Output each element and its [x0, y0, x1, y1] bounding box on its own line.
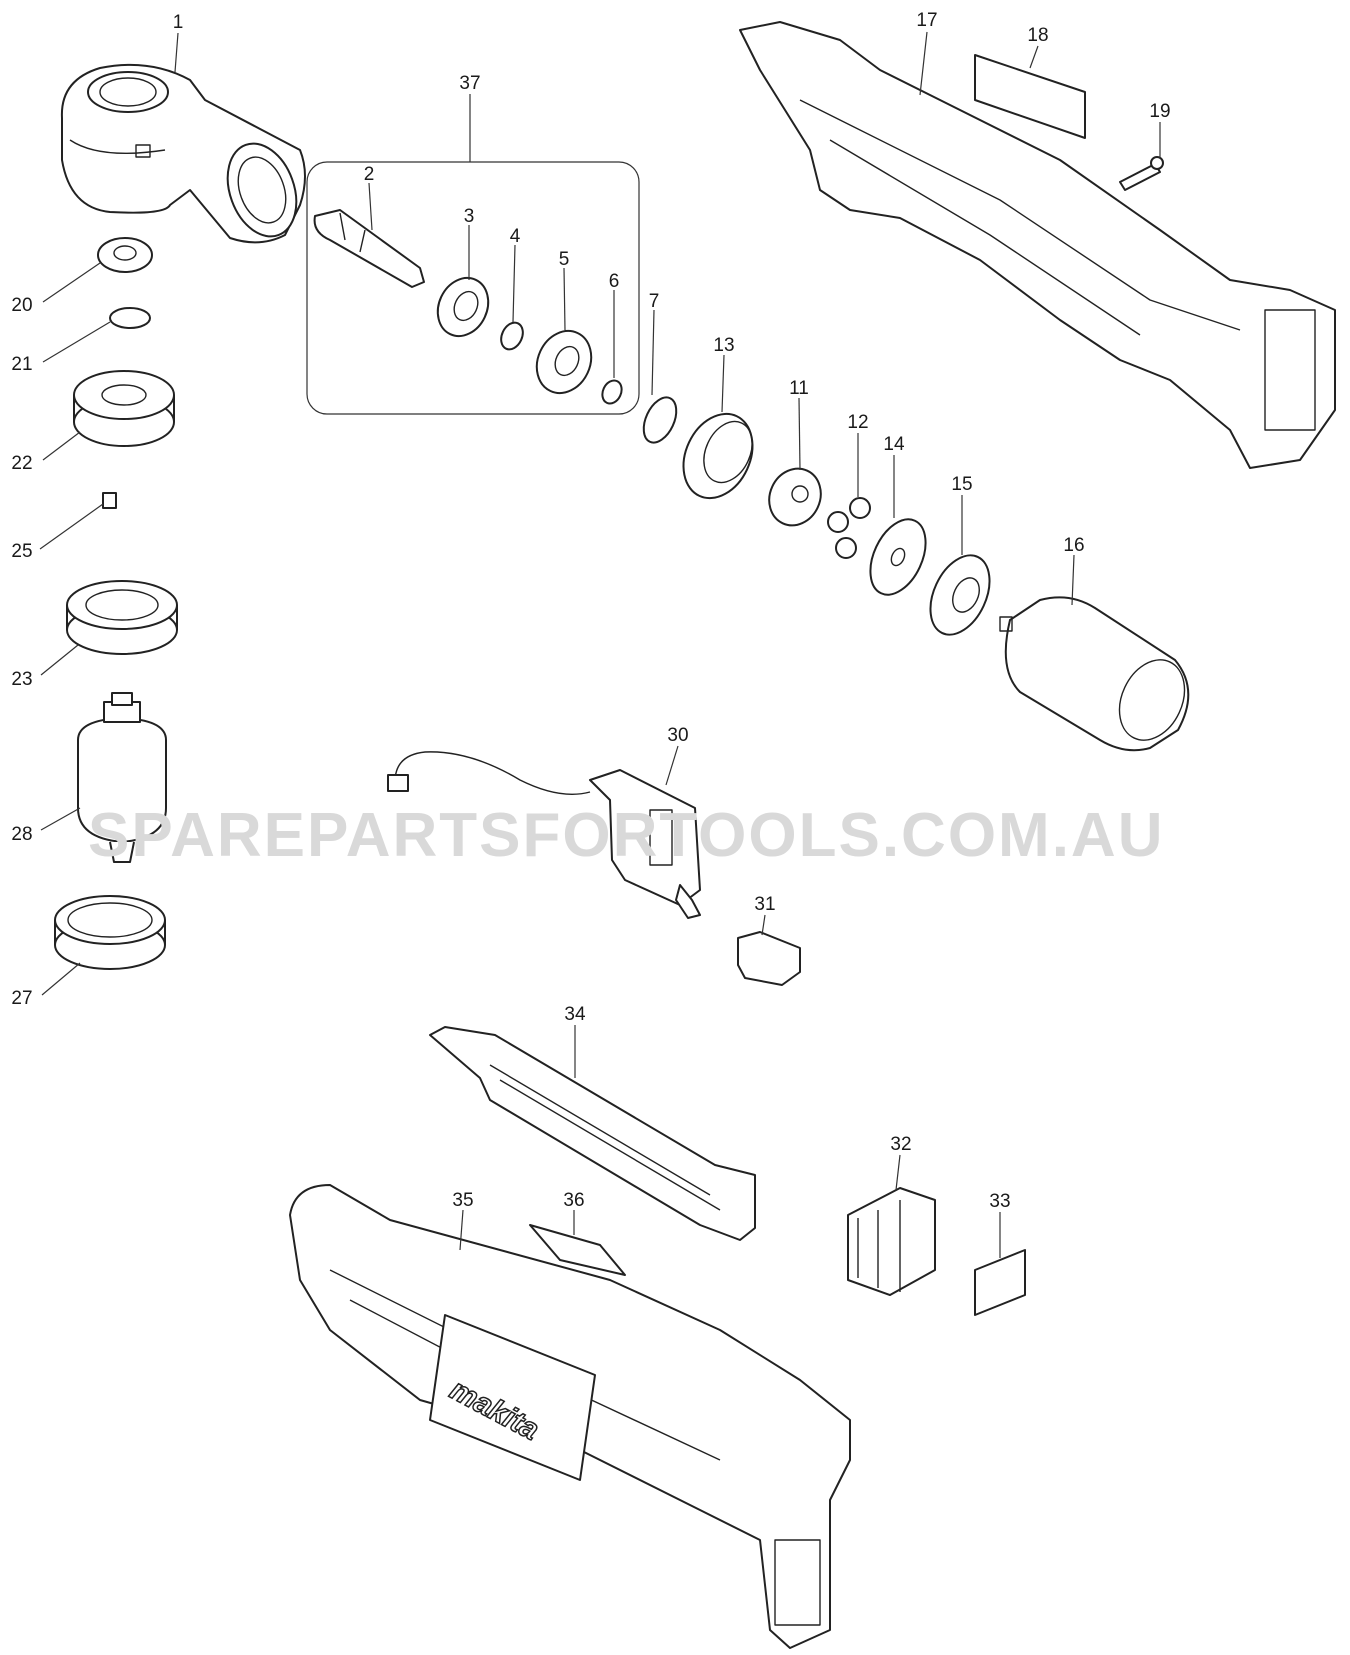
part-1-gear-housing[interactable] [60, 63, 309, 246]
part-36-label[interactable] [529, 1224, 626, 1276]
part-16-motor[interactable] [999, 596, 1197, 752]
part-13-internal-gear[interactable] [670, 403, 765, 510]
callout-25: 25 [11, 541, 32, 562]
part-3-bearing[interactable] [429, 270, 498, 345]
part-28-anvil-assembly[interactable] [77, 692, 167, 863]
part-17-housing-half[interactable] [739, 21, 1336, 469]
callout-12: 12 [847, 412, 868, 433]
callout-17: 17 [916, 10, 937, 31]
leader-lines [39, 31, 1161, 1258]
part-15-gear-plate[interactable] [919, 546, 1002, 644]
callout-13: 13 [713, 335, 734, 356]
callout-32: 32 [890, 1134, 911, 1155]
part-25-square-key[interactable] [102, 492, 117, 509]
callout-23: 23 [11, 669, 32, 690]
callout-27: 27 [11, 988, 32, 1009]
part-20-bearing[interactable] [97, 237, 153, 273]
callout-11: 11 [789, 378, 809, 399]
callout-22: 22 [11, 453, 32, 474]
group-37-bracket [306, 161, 640, 415]
part-2-spindle[interactable] [313, 209, 425, 288]
callout-16: 16 [1063, 535, 1084, 556]
watermark-text: SPAREPARTSFORTOOLS.COM.AU [88, 801, 1164, 870]
part-5-bearing[interactable] [527, 322, 601, 402]
part-14-washer[interactable] [859, 511, 936, 604]
callout-7: 7 [649, 291, 660, 312]
callout-5: 5 [559, 249, 570, 270]
callout-21: 21 [11, 354, 32, 375]
part-30-switch[interactable] [387, 751, 701, 919]
part-11-carrier[interactable] [760, 460, 830, 534]
part-33-label[interactable] [974, 1249, 1026, 1316]
callout-33: 33 [989, 1191, 1010, 1212]
callout-31: 31 [754, 894, 775, 915]
part-6-ring[interactable] [599, 377, 625, 406]
part-34-inner-frame[interactable] [429, 1026, 756, 1241]
callout-34: 34 [564, 1004, 586, 1025]
callout-20: 20 [11, 295, 32, 316]
callout-2: 2 [364, 164, 375, 185]
part-22-ring-gear[interactable] [73, 370, 175, 447]
callout-36: 36 [563, 1190, 584, 1211]
callout-18: 18 [1027, 25, 1048, 46]
callout-19: 19 [1149, 101, 1170, 122]
part-4-retaining-ring[interactable] [497, 319, 527, 353]
callout-35: 35 [452, 1190, 473, 1211]
part-19-screw[interactable] [1119, 156, 1164, 191]
callout-3: 3 [464, 206, 475, 227]
part-7-internal-ring[interactable] [637, 392, 683, 447]
part-18-label[interactable] [974, 54, 1086, 139]
callout-1: 1 [173, 12, 184, 33]
callout-6: 6 [609, 271, 620, 292]
callout-4: 4 [510, 226, 521, 247]
callout-labels: 1 2 3 4 5 6 7 11 12 13 14 15 16 17 18 19… [11, 10, 1170, 1212]
part-32-terminal[interactable] [847, 1187, 936, 1296]
callout-37: 37 [459, 73, 480, 94]
part-31-switch-lever[interactable] [737, 931, 801, 986]
callout-15: 15 [951, 474, 972, 495]
callout-28: 28 [11, 824, 32, 845]
part-27-ring[interactable] [54, 895, 166, 970]
part-21-snap-ring[interactable] [109, 307, 151, 329]
part-35-housing-logo[interactable]: makita [289, 1184, 851, 1649]
part-23-ring[interactable] [66, 580, 178, 655]
part-12-planet-gears[interactable] [827, 497, 871, 559]
callout-14: 14 [883, 434, 905, 455]
callout-30: 30 [667, 725, 688, 746]
